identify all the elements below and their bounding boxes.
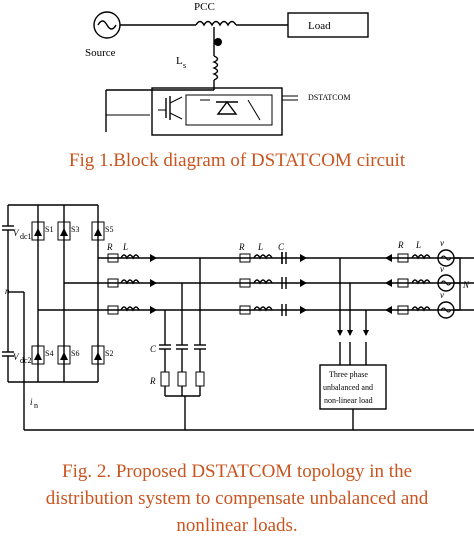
neutral-n-label: n — [5, 286, 10, 296]
cse-label: C — [278, 242, 285, 252]
vsb-label: v — [440, 264, 444, 274]
switch-s4-label: S4 — [45, 349, 53, 358]
pcc-label: PCC — [194, 1, 215, 13]
switch-s2 — [91, 345, 105, 365]
vdc1-label: V — [13, 228, 20, 238]
switch-s6 — [57, 345, 71, 365]
caption-line-3: nonlinear loads. — [176, 515, 298, 536]
fig2-topology: V dc1 V dc2 n S1 S3 S5 — [2, 204, 474, 431]
ls-label-fig2: L — [415, 240, 421, 250]
rs-label: R — [397, 240, 404, 250]
in-label: i — [30, 397, 33, 407]
figure-1-caption: Fig 1.Block diagram of DSTATCOM circuit — [68, 150, 406, 171]
ac-sources: v v v N — [437, 238, 470, 319]
figure-2-caption: Fig. 2. Proposed DSTATCOM topology in th… — [0, 458, 474, 539]
source-sine-icon — [97, 20, 117, 30]
switch-s4 — [31, 345, 45, 365]
ls-subscript: s — [183, 61, 186, 70]
pcc-inductor — [195, 20, 237, 27]
load-taps: Three phase unbalanced and non-linear lo… — [319, 258, 387, 430]
r1-label: R — [106, 242, 113, 252]
load-box-line2: unbalanced and — [323, 383, 373, 392]
in-sub: n — [34, 401, 38, 410]
rc-label: R — [149, 376, 156, 386]
filter-r1-l1: R L — [106, 242, 140, 315]
ls-label: L — [176, 55, 183, 67]
l2-label: L — [257, 242, 263, 252]
pcc-node — [214, 38, 222, 46]
caption-line-2: distribution system to compensate unbala… — [45, 488, 429, 509]
vsa-label: v — [440, 238, 444, 248]
caption-line-1: Fig. 2. Proposed DSTATCOM topology in th… — [62, 461, 412, 482]
switch-s3 — [57, 221, 71, 241]
c-shunt-label: C — [150, 344, 157, 354]
load-box-line1: Three phase — [329, 370, 368, 379]
fig1-block-diagram: Load PCC Source L s DS — [85, 1, 369, 136]
switch-s1-label: S1 — [45, 225, 53, 234]
vdc2-label: V — [13, 352, 20, 362]
diode-symbol — [200, 99, 261, 121]
l1-label: L — [122, 242, 128, 252]
vsc-label: v — [440, 290, 444, 300]
r2-label: R — [238, 242, 245, 252]
vdc2-sub: dc2 — [20, 356, 32, 365]
inverter-legs: S1 S3 S5 S4 S6 S2 — [31, 205, 113, 382]
load-box — [287, 12, 369, 38]
switch-s5-label: S5 — [105, 225, 113, 234]
neutral-N-label: N — [462, 280, 470, 290]
dstatcom-box — [151, 87, 283, 136]
ls-inductor — [212, 55, 219, 81]
current-arrows — [150, 254, 392, 314]
switch-s6-label: S6 — [71, 349, 79, 358]
switch-s1 — [31, 221, 45, 241]
load-box-line3: non-linear load — [324, 396, 373, 405]
igbt-symbol — [158, 96, 183, 120]
switch-s5 — [91, 221, 105, 241]
switch-s3-label: S3 — [71, 225, 79, 234]
load-label: Load — [308, 20, 331, 32]
source-label: Source — [85, 47, 116, 59]
source-impedance: R L — [397, 240, 431, 315]
phase-lines — [38, 257, 474, 311]
vdc1-sub: dc1 — [20, 232, 32, 241]
dstatcom-label: DSTATCOM — [308, 93, 350, 102]
shunt-rc-branches: C R — [149, 258, 206, 430]
filter-r2-l2-cse: R L C — [238, 242, 287, 316]
dstatcom-inner-box — [185, 94, 273, 126]
switch-s2-label: S2 — [105, 349, 113, 358]
